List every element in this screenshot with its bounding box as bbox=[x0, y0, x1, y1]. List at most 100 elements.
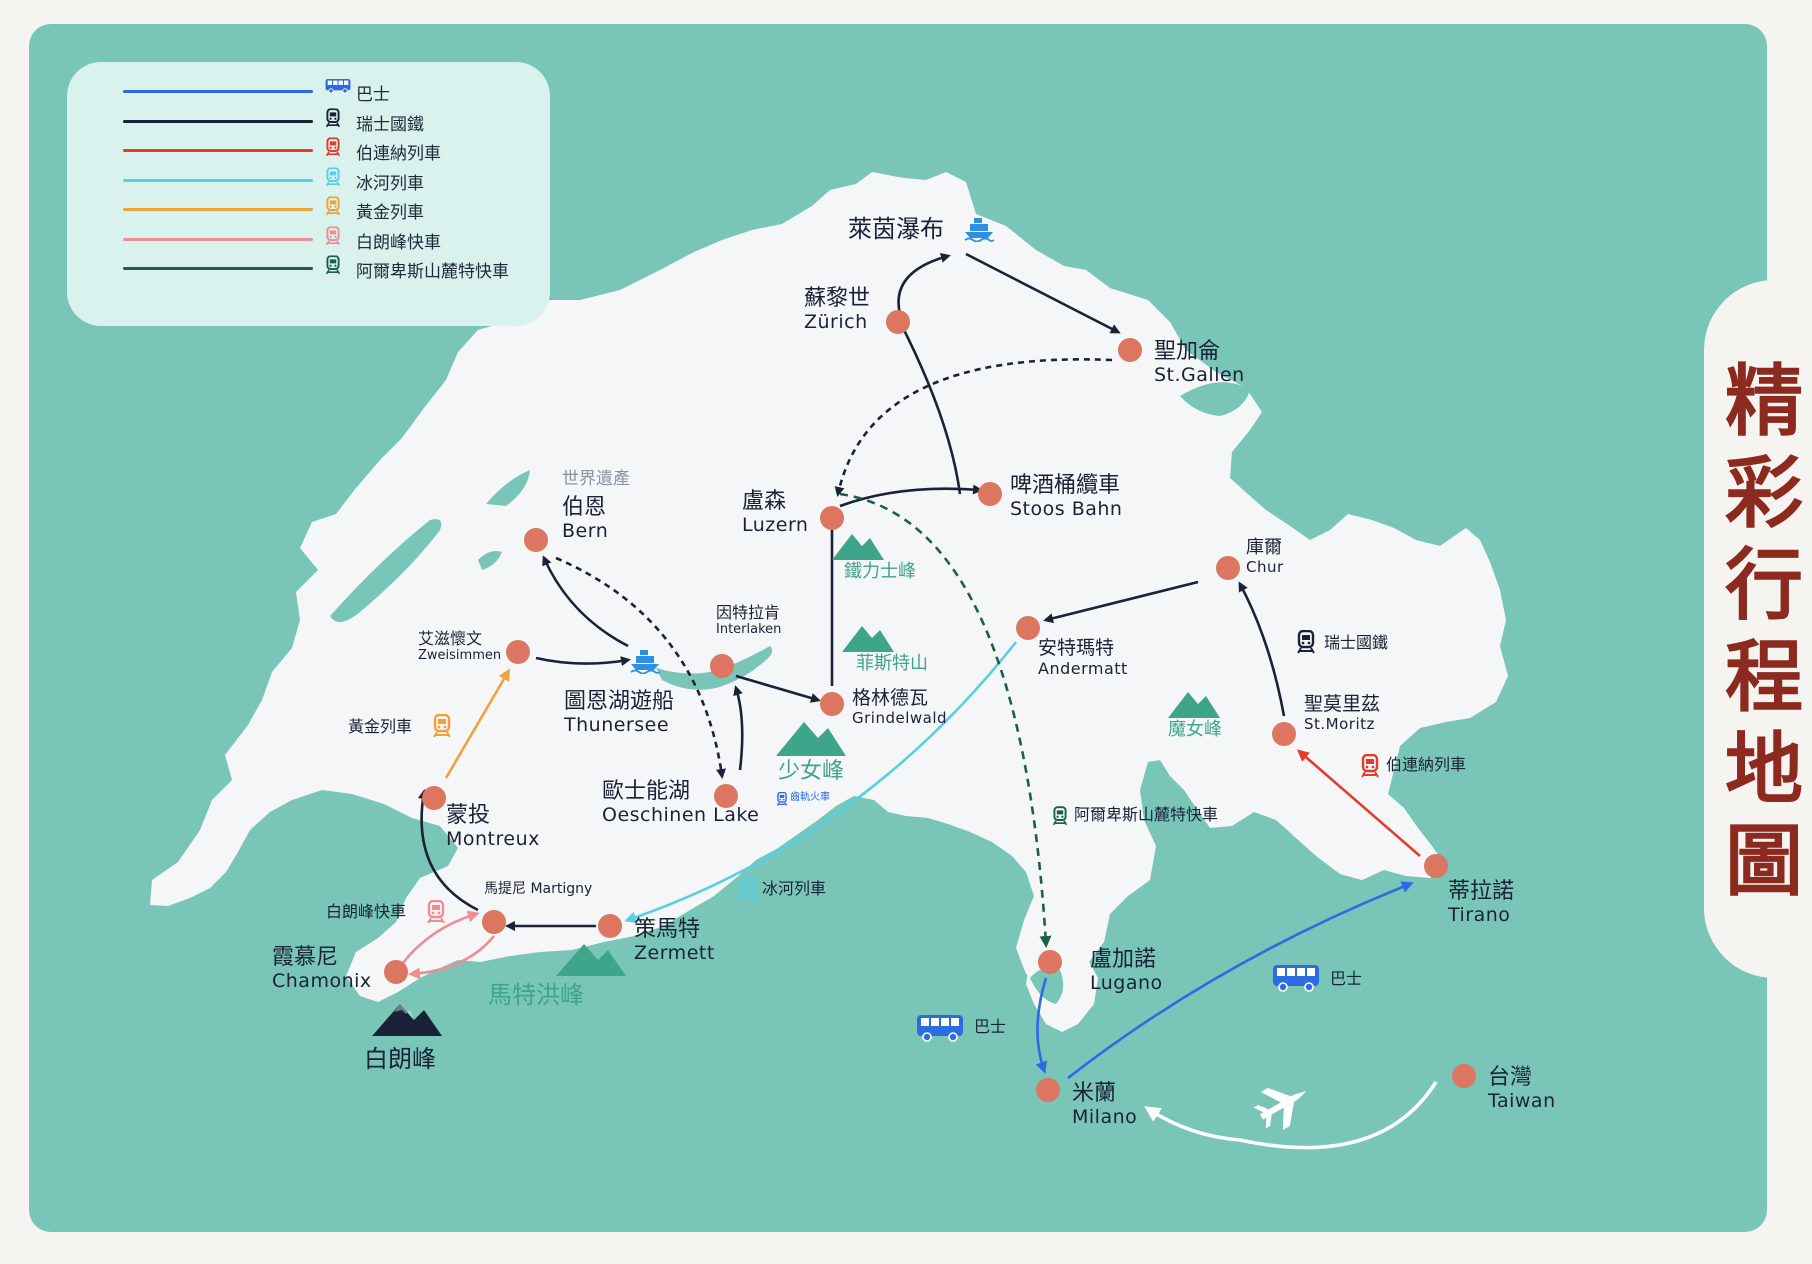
route-taiwan-milano bbox=[1144, 1081, 1438, 1150]
route-label: 冰河列車 bbox=[762, 879, 827, 898]
place-dot-zweisimmen[interactable] bbox=[506, 640, 530, 664]
place-dot-luzern[interactable] bbox=[820, 506, 844, 530]
route-montreux-zweisimmen bbox=[444, 668, 511, 779]
place-label-zh: 台灣 bbox=[1488, 1065, 1533, 1090]
title-char: 行 bbox=[1724, 540, 1803, 631]
train-icon bbox=[325, 167, 341, 191]
place-dot-lugano[interactable] bbox=[1038, 950, 1062, 974]
title-char: 圖 bbox=[1724, 816, 1803, 907]
train-icon bbox=[325, 196, 341, 220]
legend-label: 白朗峰快車 bbox=[356, 232, 441, 253]
place-dot-stoos[interactable] bbox=[978, 482, 1002, 506]
place-label-en: Grindelwald bbox=[852, 709, 948, 727]
legend-label: 冰河列車 bbox=[356, 173, 424, 194]
legend-item: 白朗峰快車 bbox=[123, 226, 543, 253]
route-chur-andermatt bbox=[1043, 580, 1199, 624]
page-title: 精彩行程地圖 bbox=[1718, 356, 1810, 908]
mountain-icon-montblanc bbox=[372, 1004, 442, 1036]
place-dot-chur[interactable] bbox=[1216, 556, 1240, 580]
airplane-icon bbox=[1253, 1087, 1307, 1131]
place-label-zh: 蒙投 bbox=[446, 803, 491, 828]
place-dot-oeschinen[interactable] bbox=[714, 784, 738, 808]
place-dot-grindelwald[interactable] bbox=[820, 692, 844, 716]
place-label-zh: 盧森 bbox=[742, 489, 787, 514]
place-label-zh: 庫爾 bbox=[1246, 537, 1282, 558]
legend-line bbox=[123, 267, 313, 270]
route-stgallen-luzern bbox=[834, 358, 1113, 497]
legend-line bbox=[123, 208, 313, 211]
mountain-icon-jungfrau bbox=[776, 722, 846, 756]
legend-item: 冰河列車 bbox=[123, 167, 543, 194]
title-char: 彩 bbox=[1724, 448, 1803, 539]
legend: 巴士瑞士國鐵伯連納列車冰河列車黃金列車白朗峰快車阿爾卑斯山麓特快車 bbox=[67, 62, 550, 326]
mountain-label: 馬特洪峰 bbox=[488, 981, 584, 1009]
place-label-zh: 艾滋懷文 bbox=[418, 629, 483, 648]
title-char: 精 bbox=[1724, 356, 1803, 447]
place-dot-interlaken[interactable] bbox=[710, 654, 734, 678]
place-dot-zermatt[interactable] bbox=[598, 914, 622, 938]
place-dot-andermatt[interactable] bbox=[1016, 616, 1040, 640]
place-label-zh: 蒂拉諾 bbox=[1448, 879, 1515, 904]
place-label-en: Oeschinen Lake bbox=[602, 804, 760, 826]
place-label-en: Luzern bbox=[742, 514, 809, 536]
route-andermatt-zermatt bbox=[624, 641, 1018, 924]
route-thun-bern bbox=[542, 555, 629, 648]
train-icon bbox=[325, 108, 341, 132]
place-label-en: Interlaken bbox=[716, 622, 782, 637]
legend-label: 黃金列車 bbox=[356, 203, 424, 223]
place-dot-montreux[interactable] bbox=[422, 786, 446, 810]
place-label-en: Stoos Bahn bbox=[1010, 498, 1123, 520]
place-label-zh: 策馬特 bbox=[634, 917, 701, 942]
route-zweisimmen-thun bbox=[535, 656, 631, 667]
legend-line bbox=[123, 90, 313, 93]
place-dot-bern[interactable] bbox=[524, 528, 548, 552]
legend-item: 阿爾卑斯山麓特快車 bbox=[123, 255, 543, 282]
place-label-zh: 盧加諾 bbox=[1090, 947, 1157, 972]
place-dot-stmoritz[interactable] bbox=[1272, 722, 1296, 746]
place-label-zh: 安特瑪特 bbox=[1038, 637, 1115, 659]
lake-neuchatel bbox=[330, 519, 442, 623]
mountain-icon-piz bbox=[1168, 692, 1220, 718]
route-martigny-chamonix bbox=[408, 935, 496, 980]
route-bern-oeschinen bbox=[555, 556, 726, 779]
legend-item: 巴士 bbox=[123, 78, 543, 105]
lake-bodensee bbox=[1180, 382, 1250, 416]
place-dot-zurich[interactable] bbox=[886, 310, 910, 334]
place-dot-stgallen[interactable] bbox=[1118, 338, 1142, 362]
legend-line bbox=[123, 119, 313, 123]
place-label-en: Zürich bbox=[804, 311, 868, 333]
mountain-note: 齒軌火車 bbox=[790, 792, 830, 803]
place-label-zh: 歐士能湖 bbox=[602, 779, 691, 804]
route-label: 黃金列車 bbox=[348, 717, 413, 736]
train-icon bbox=[325, 137, 341, 161]
place-dot-martigny[interactable] bbox=[482, 910, 506, 934]
route-label: 阿爾卑斯山麓特快車 bbox=[1074, 805, 1219, 824]
route-label: 瑞士國鐵 bbox=[1324, 633, 1389, 652]
legend-item: 伯連納列車 bbox=[123, 137, 543, 164]
route-luzern-lugano bbox=[839, 492, 1052, 948]
legend-line bbox=[123, 178, 313, 182]
legend-label: 伯連納列車 bbox=[356, 144, 441, 164]
lake-lugano bbox=[1030, 967, 1064, 1004]
route-martigny-montreux bbox=[417, 789, 479, 912]
legend-label: 瑞士國鐵 bbox=[356, 114, 424, 135]
route-stoos-zurich bbox=[898, 319, 962, 495]
place-dot-milano[interactable] bbox=[1036, 1078, 1060, 1102]
place-label-en: St.Gallen bbox=[1154, 364, 1245, 386]
place-note: 世界遺產 bbox=[562, 469, 630, 489]
place-dot-chamonix[interactable] bbox=[384, 960, 408, 984]
mountain-label: 菲斯特山 bbox=[856, 653, 928, 674]
place-dot-taiwan[interactable] bbox=[1452, 1064, 1476, 1088]
mountain-icon-matterhorn bbox=[556, 944, 626, 976]
mountain-label: 少女峰 bbox=[778, 759, 845, 784]
place-label-en: Andermatt bbox=[1038, 659, 1128, 678]
place-label-en: Milano bbox=[1072, 1106, 1138, 1128]
route-chamonix-martigny bbox=[400, 910, 480, 965]
place-label-en: Chur bbox=[1246, 558, 1284, 576]
route-luzern-stoos bbox=[839, 484, 983, 508]
title-panel bbox=[1704, 280, 1812, 978]
place-dot-tirano[interactable] bbox=[1424, 854, 1448, 878]
route-oeschinen-interlaken bbox=[733, 685, 744, 771]
place-label-zh: 圖恩湖遊船 bbox=[564, 689, 675, 714]
